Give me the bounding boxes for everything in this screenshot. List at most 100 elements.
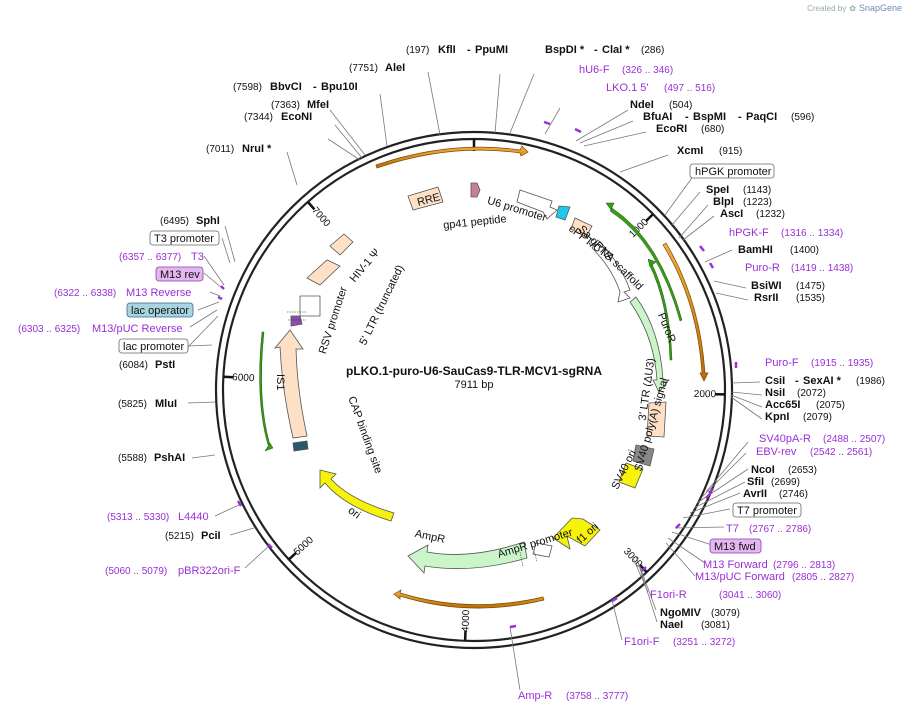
primer-label: hU6-F xyxy=(579,64,610,76)
enz-label: Bpu10I xyxy=(321,81,358,93)
enz-label: MluI xyxy=(155,398,177,410)
primer-pos: (2796 .. 2813) xyxy=(773,560,835,571)
enz-pos: (286) xyxy=(641,45,664,56)
enz-label: NcoI xyxy=(751,464,775,476)
enz-separator: - xyxy=(594,44,598,56)
primer-label: L4440 xyxy=(178,511,209,523)
enz-label: PstI xyxy=(155,359,175,371)
tick-label: 2000 xyxy=(694,389,717,400)
primer-pos: (2488 .. 2507) xyxy=(823,434,885,445)
tick-label: 5000 xyxy=(292,534,316,557)
sa-scaffold-feature xyxy=(570,217,593,238)
enz-separator: - xyxy=(795,375,799,387)
hpgk-promoter-feature xyxy=(591,239,631,303)
plasmid-length: 7911 bp xyxy=(455,379,494,391)
primer-pos: (2767 .. 2786) xyxy=(749,524,811,535)
m13-rev-label: M13 rev xyxy=(160,269,200,281)
sv40pa-feature xyxy=(632,444,655,467)
enz-pos: (596) xyxy=(791,112,814,123)
primer-label: Amp-R xyxy=(518,690,552,702)
tick-mark xyxy=(645,213,654,222)
snapgene-logo-icon: ✿ xyxy=(849,3,856,13)
enz-pos: (2079) xyxy=(803,412,832,423)
rsv-promoter-feature xyxy=(299,295,321,317)
enz-pos: (5825) xyxy=(118,399,147,410)
primer-pos: (2805 .. 2827) xyxy=(792,572,854,583)
enz-label: NruI * xyxy=(242,143,272,155)
credit: Created by ✿ SnapGene xyxy=(807,3,902,13)
enz-label: SfiI xyxy=(747,476,764,488)
rre-orf-arc xyxy=(375,145,529,169)
tick-mark xyxy=(223,375,234,379)
enz-pos: (2072) xyxy=(797,388,826,399)
enzyme-labels: (197) KflI - PpuMI BspDI * - ClaI * (286… xyxy=(118,44,885,631)
enz-pos: (1400) xyxy=(790,245,819,256)
enz-pos: (5588) xyxy=(118,453,147,464)
enz-label: EcoNI xyxy=(281,111,312,123)
puro-orf-arc xyxy=(662,242,709,382)
enz-label: BamHI xyxy=(738,244,773,256)
primer-label: SV40pA-R xyxy=(759,433,811,445)
primer-pos: (3251 .. 3272) xyxy=(673,637,735,648)
enz-label: SexAI * xyxy=(803,375,842,387)
enz-label: ClaI * xyxy=(602,44,630,56)
primer-pos: (1915 .. 1935) xyxy=(811,358,873,369)
enz-label: MfeI xyxy=(307,99,329,111)
enz-label: AscI xyxy=(720,208,743,220)
enz-label: NdeI xyxy=(630,99,654,111)
rre-label: RRE xyxy=(416,191,442,209)
enz-label: NgoMIV xyxy=(660,607,702,619)
ori-feature xyxy=(319,469,395,522)
dashes xyxy=(287,311,538,568)
enz-pos: (197) xyxy=(406,45,429,56)
primer-label: M13 Reverse xyxy=(126,287,191,299)
enz-pos: (680) xyxy=(701,124,724,135)
enz-pos: (504) xyxy=(669,100,692,111)
enz-label: AvrII xyxy=(743,488,767,500)
ampr-label: AmpR xyxy=(414,528,446,546)
primer-label: Puro-R xyxy=(745,262,780,274)
enz-pos: (7598) xyxy=(233,82,262,93)
cap-feature xyxy=(292,440,309,452)
primer-label: M13/pUC Reverse xyxy=(92,323,182,335)
primer-label: hPGK-F xyxy=(729,227,769,239)
primer-label: Puro-F xyxy=(765,357,799,369)
enz-label: SphI xyxy=(196,215,220,227)
tick-label: 4000 xyxy=(460,609,472,632)
primer-pos: (1316 .. 1334) xyxy=(781,228,843,239)
enz-pos: (6495) xyxy=(160,216,189,227)
enz-pos: (5215) xyxy=(165,531,194,542)
enz-label: BsiWI xyxy=(751,280,782,292)
u6-promoter-feature xyxy=(516,189,558,220)
primer-pos: (2542 .. 2561) xyxy=(810,447,872,458)
primer-label: M13 Forward xyxy=(703,559,768,571)
enz-label: BfuAI xyxy=(643,111,672,123)
rre-feature xyxy=(407,186,444,211)
enz-separator: - xyxy=(738,111,742,123)
boxed-labels: hPGK promoter T3 promoter M13 rev lac op… xyxy=(118,163,802,554)
ltr5-label: 5' LTR (truncated) xyxy=(357,263,406,347)
brand-name: SnapGene xyxy=(858,3,902,13)
features xyxy=(273,182,670,574)
enz-label: KflI xyxy=(438,44,456,56)
is1-label: IS1 xyxy=(274,374,286,391)
puror-label: PuroR xyxy=(655,311,678,344)
enz-pos: (7751) xyxy=(349,63,378,74)
lac-promoter-label: lac promoter xyxy=(123,341,184,353)
leader-lines xyxy=(187,71,763,691)
enz-label: EcoRI xyxy=(656,123,687,135)
primer-label: EBV-rev xyxy=(756,446,797,458)
enz-pos: (7011) xyxy=(206,144,234,155)
primer-label: pBR322ori-F xyxy=(178,565,241,577)
primer-label: F1ori-F xyxy=(624,636,660,648)
enz-label: NaeI xyxy=(660,619,683,631)
enz-pos: (7363) xyxy=(271,100,300,111)
lac-operator-label: lac operator xyxy=(131,305,189,317)
primer-label: T7 xyxy=(726,523,739,535)
enz-label: XcmI xyxy=(677,145,703,157)
ampr-orf-arc xyxy=(393,589,545,609)
gp41-feature xyxy=(470,182,481,198)
enz-pos: (1223) xyxy=(743,197,772,208)
primer-ticks xyxy=(217,120,738,629)
enz-label: BlpI xyxy=(713,196,734,208)
